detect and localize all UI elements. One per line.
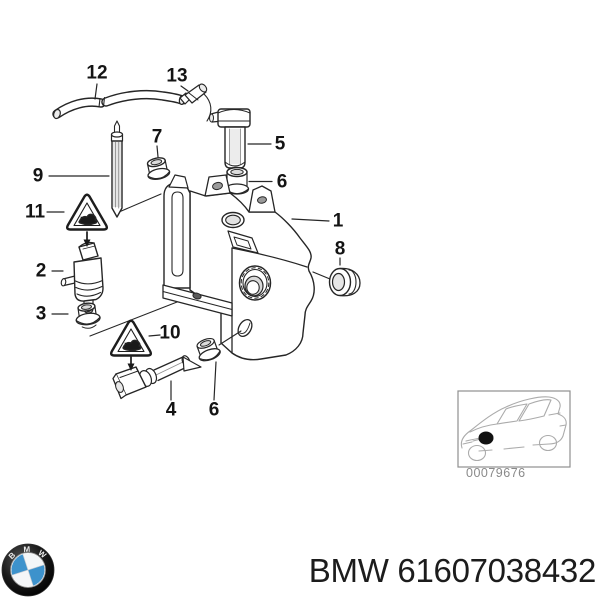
callout-7: 7 (151, 126, 163, 148)
alignment-line-sensor (218, 330, 242, 346)
callout-1: 1 (332, 210, 344, 232)
washer-pump-part-2 (60, 241, 104, 314)
logo-letter: W (36, 548, 48, 560)
filler-pipe-part-5 (209, 108, 251, 169)
grommet-part-6-upper (224, 166, 250, 213)
callout-10: 10 (159, 322, 181, 344)
logo-letter: M (23, 545, 30, 554)
warning-triangle-icon (65, 193, 109, 231)
inset-border (457, 390, 571, 468)
callout-13: 13 (166, 65, 188, 87)
bmw-roundel-logo-icon: B M W (1, 543, 55, 597)
callout-6-lower: 6 (208, 399, 220, 421)
callout-5: 5 (274, 133, 286, 155)
grommet-part-3 (75, 302, 101, 329)
callout-9: 9 (32, 165, 44, 187)
callout-3: 3 (35, 303, 47, 325)
part-number-text: BMW 61607038432 (308, 552, 597, 589)
callout-12: 12 (86, 62, 108, 84)
callout-2: 2 (35, 260, 47, 282)
car-location-inset (457, 390, 571, 468)
plug-part-8 (328, 267, 361, 297)
car-outline-drawing (460, 396, 567, 462)
connector-part-13 (179, 83, 212, 122)
grommet-part-7 (146, 157, 171, 180)
inset-image-number: 00079676 (466, 466, 526, 480)
reservoir-tank-part-1 (162, 174, 315, 361)
callout-8: 8 (334, 238, 346, 260)
hose-part-12 (52, 89, 187, 120)
callout-6-upper: 6 (276, 171, 288, 193)
callout-4: 4 (165, 399, 177, 421)
level-sensor-part-4 (112, 355, 202, 400)
logo-letter: B (7, 550, 18, 561)
part-location-dot (478, 431, 494, 445)
callout-11: 11 (24, 201, 46, 223)
tube-part-9 (110, 120, 124, 218)
callout-leader-lines (46, 83, 341, 401)
pointer-arrows (83, 231, 135, 371)
grommet-part-6-lower (196, 337, 221, 362)
